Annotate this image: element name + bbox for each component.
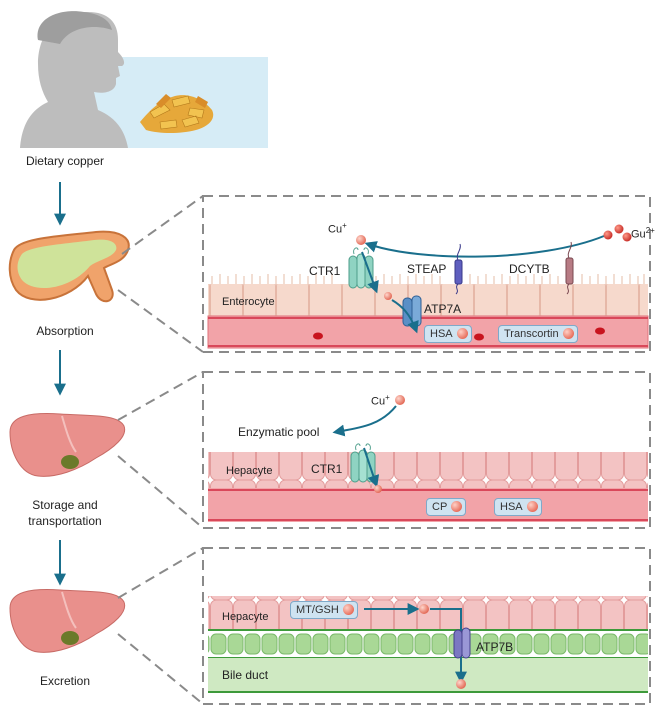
atp7b-pump [453,627,471,659]
label-bile-duct: Bile duct [222,668,269,682]
cu-plus-ion [374,485,382,493]
microvilli [211,274,645,284]
label-ctr1: CTR1 [311,462,343,476]
label-cu-plus: Cu+ [328,221,347,236]
label-gu2: Gu2+ [631,226,655,241]
ctr1-import-arrow [363,447,380,488]
copper-ball [562,328,574,339]
hepatocyte-layer [208,596,648,630]
label-cu-plus: Cu+ [371,393,390,408]
red-blood-cell [595,327,605,335]
dcytb-protein [565,241,574,295]
cu-plus-ion [384,292,392,300]
enzymatic-pool-arrow [332,405,397,437]
panel-storage-frame [202,371,651,529]
cp-carrier: CP [426,498,467,516]
ctr1-transporter [350,443,376,483]
cu-plus-ion [419,604,429,614]
cu-plus-ion [395,395,405,405]
hepatocyte-layer [208,452,648,488]
label-ctr1: CTR1 [309,264,341,278]
label-enterocyte: Enterocyte [222,296,275,308]
cu-plus-ion [456,679,466,689]
mtgsh-carrier: MT/GSH [290,601,358,619]
dietary-scene [20,11,268,148]
cu-plus-ion [356,235,366,245]
person-silhouette [20,12,128,148]
panel-frames [117,195,651,705]
hsa-carrier: HSA [494,498,542,516]
label-absorption: Absorption [36,324,94,338]
panel-absorption-frame [202,195,651,353]
bile-duct-lumen [208,658,648,692]
copper-food-pile [140,94,214,133]
cu2-ion [614,224,624,234]
enterocyte-layer [208,284,648,316]
copper-ball [451,501,463,512]
ctr1-import-arrow [361,251,379,294]
panel-excretion [208,596,648,693]
copper-ball [342,604,354,615]
liver-organ-storage [9,413,126,477]
copper-ball [456,328,468,339]
cu2-ion [622,232,632,242]
steap-protein [454,243,463,295]
label-storage-2: transportation [28,514,102,528]
person-hair [37,11,112,44]
label-hepacyte: Hepacyte [226,465,273,477]
transcortin-carrier: Transcortin [498,325,578,343]
label-steap: STEAP [407,262,447,276]
label-storage-1: Storage and [32,498,98,512]
copper-ball [526,501,538,512]
label-dietary-copper: Dietary copper [25,154,105,168]
red-blood-cell [313,332,323,340]
label-atp7a: ATP7A [424,302,462,316]
liver-organ-excretion [9,589,126,653]
panel-excretion-frame [202,547,651,705]
cu2-ion [603,230,613,240]
ctr1-transporter [348,247,374,289]
atp7a-export-arrow [391,299,419,334]
hsa-carrier: HSA [424,325,472,343]
red-blood-cell [474,333,484,341]
label-atp7b: ATP7B [476,640,514,654]
cholangiocyte-layer [208,630,648,658]
label-hepacyte: Hepacyte [222,611,269,623]
label-enzymatic-pool: Enzymatic pool [238,425,320,439]
intestine-organ [8,230,130,303]
reduction-arrow [364,235,605,258]
label-excretion: Excretion [39,674,91,688]
label-dcytb: DCYTB [509,262,550,276]
